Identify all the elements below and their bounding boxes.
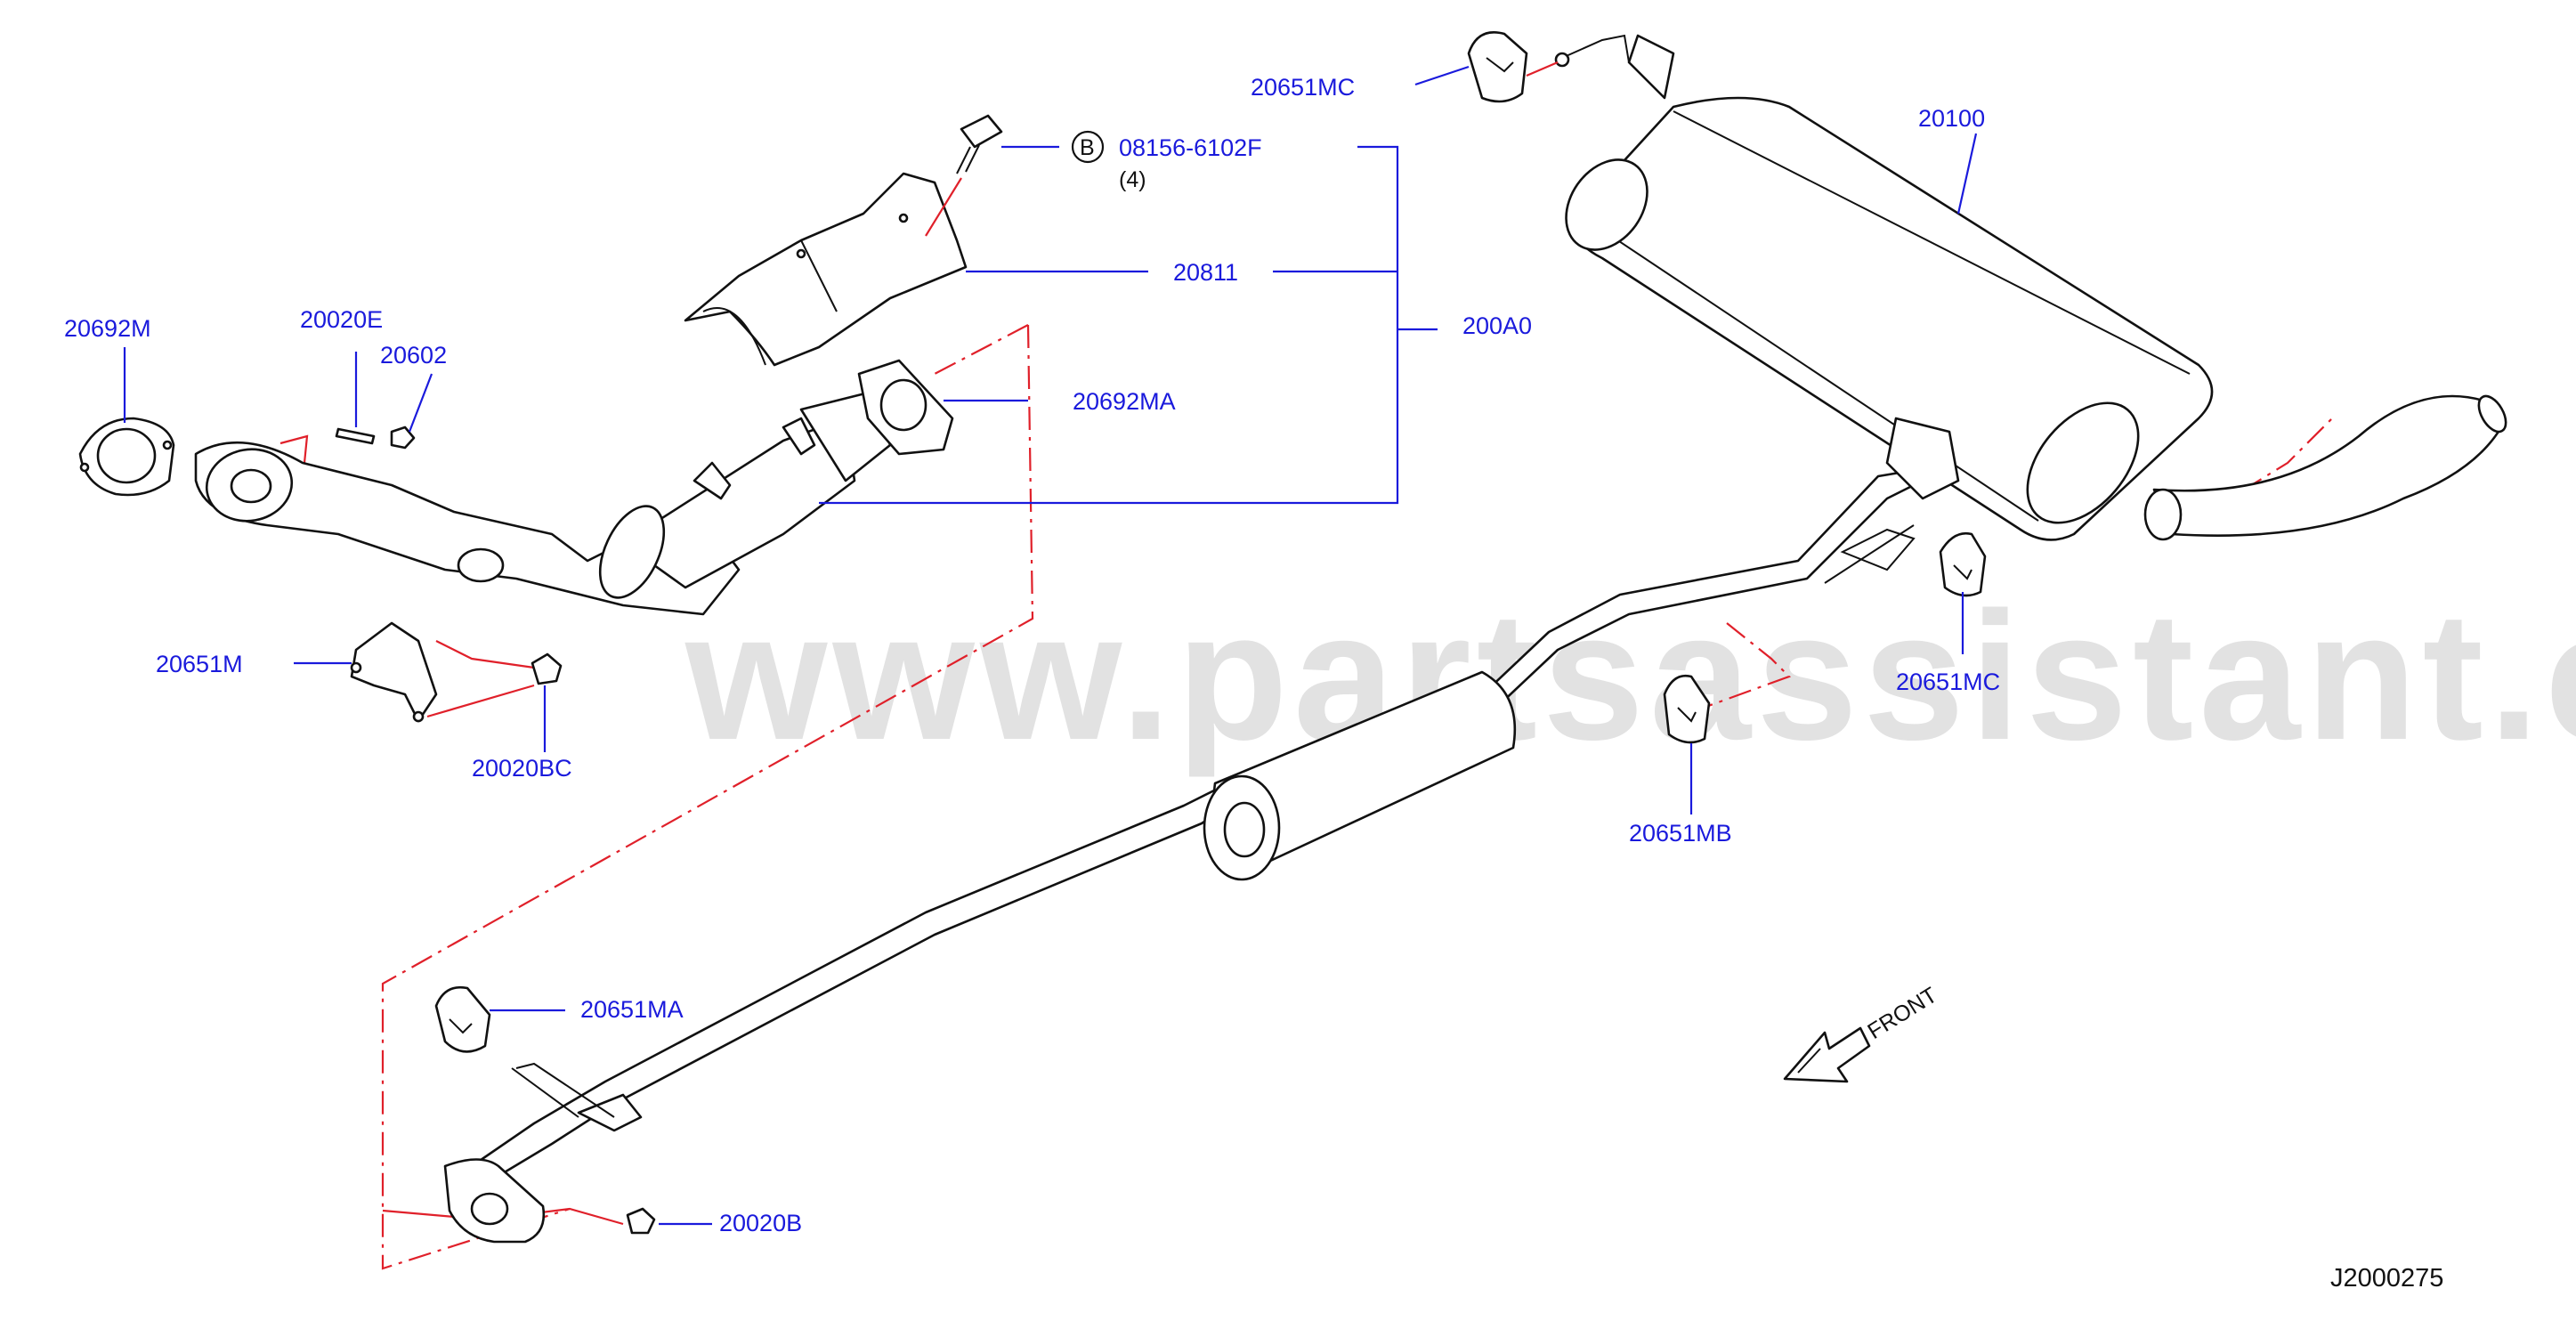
callout-link-1 <box>934 324 1029 375</box>
qty-note: (4) <box>1119 167 1146 192</box>
gasket-20692M <box>78 417 175 497</box>
label-20100: 20100 <box>1918 105 1985 132</box>
link-20651M-b <box>426 684 535 718</box>
label-20651MA: 20651MA <box>580 996 684 1023</box>
label-20692M: 20692M <box>64 315 151 342</box>
rubber-mount-top <box>1467 31 1528 103</box>
link-20651M <box>435 640 535 669</box>
label-20651MC-top: 20651MC <box>1251 74 1355 101</box>
leader-lines <box>123 65 1978 1226</box>
circle-b-marker: B <box>1071 130 1105 164</box>
heat-shield <box>684 172 968 367</box>
rubber-mount-right <box>1939 531 1987 597</box>
label-20020BC: 20020BC <box>472 755 572 782</box>
bracket-20651M <box>350 621 438 723</box>
label-200A0: 200A0 <box>1462 312 1532 339</box>
rubber-mount-20651MB <box>1663 674 1711 744</box>
nut-20020B <box>626 1207 656 1235</box>
rubber-mount-20651MA <box>434 985 579 1118</box>
gasket-20692MA <box>857 359 954 456</box>
shield-bolt <box>925 114 1003 237</box>
label-20651M: 20651M <box>156 651 243 677</box>
label-20602: 20602 <box>380 342 447 369</box>
stud-20020E <box>335 427 376 445</box>
front-label: FRONT <box>1863 983 1941 1044</box>
callout-outline <box>381 324 1034 1270</box>
link-mount-top <box>1526 61 1559 77</box>
label-20651MC-right: 20651MC <box>1896 669 2000 695</box>
callout-link-4 <box>1690 622 1791 714</box>
label-20692MA: 20692MA <box>1073 388 1176 415</box>
label-08156-6102F: 08156-6102F <box>1119 134 1262 161</box>
label-20811: 20811 <box>1173 259 1238 286</box>
label-20020E: 20020E <box>300 306 383 333</box>
nut-20602 <box>390 425 416 450</box>
label-20020B: 20020B <box>719 1210 802 1236</box>
catalyst-assembly <box>194 390 892 616</box>
circle-b-letter: B <box>1080 135 1095 160</box>
main-muffler <box>1554 34 2507 541</box>
diagram-code: J2000275 <box>2330 1264 2443 1293</box>
nut-20020BC <box>531 652 563 685</box>
label-20651MB: 20651MB <box>1629 820 1732 847</box>
front-arrow: FRONT <box>1783 983 1941 1083</box>
front-pipe-assembly <box>443 470 1916 1244</box>
